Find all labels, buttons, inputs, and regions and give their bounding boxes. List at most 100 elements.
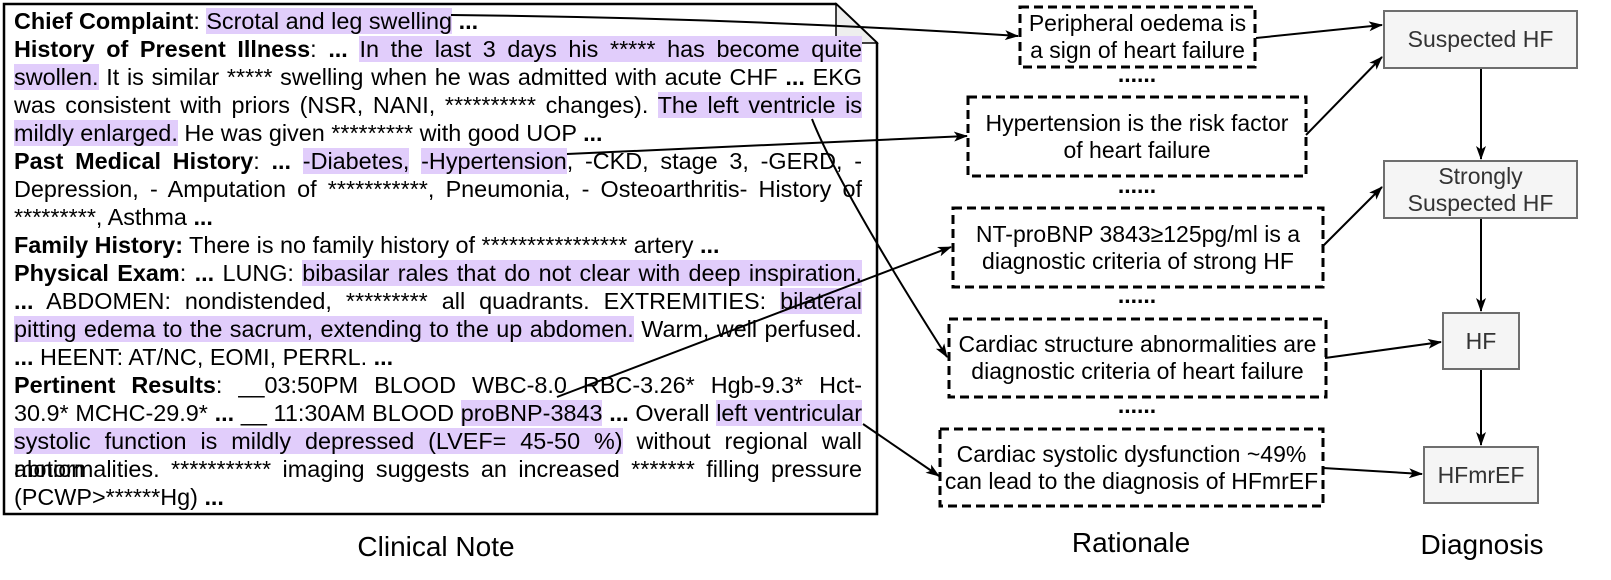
rationale-text-line: Cardiac systolic dysfunction ~49% [956,440,1307,467]
note-text: *********, Asthma [14,204,194,230]
note-line: Chief Complaint: Scrotal and leg swellin… [14,7,862,35]
note-line: *********, Asthma ... [14,203,862,231]
note-text: (PCWP>******Hg) [14,484,205,510]
note-text: EKG [804,64,862,90]
note-text: : [193,8,207,34]
diagnosis-text: Suspected HF [1407,26,1554,52]
ellipsis: ... [194,260,215,286]
note-text: was consistent with priors (NSR, NANI, *… [14,92,658,118]
note-text: , -CKD, stage 3, -GERD, - [566,148,863,174]
ellipsis: ... [785,64,805,90]
ellipsis-separator: ...... [1117,282,1157,308]
note-line: abnormalities. *********** imaging sugge… [14,455,862,483]
section-heading: Family History: [14,232,183,258]
rationale-box-cardiac-structure: Cardiac structure abnormalities are diag… [949,319,1326,397]
highlighted-evidence: bilateral [780,288,862,314]
note-line: mildly enlarged. He was given ********* … [14,119,862,147]
note-text: There is no family history of **********… [182,232,700,258]
rationale-box-outline [966,95,1308,178]
rationale-text-line: diagnostic criteria of heart failure [971,358,1304,384]
ellipsis: ... [458,8,479,34]
column-label-diagnosis: Diagnosis [1420,529,1544,560]
note-text: : [253,148,272,174]
note-text [291,148,303,174]
rationale-text-line: NT-proBNP 3843≥125pg/ml is a [975,220,1301,247]
note-text: without regional wall motion [14,428,862,482]
highlighted-evidence: left ventricular [716,400,863,426]
ellipsis-separator: ...... [1117,392,1157,418]
section-heading: Physical Exam [14,260,180,286]
diagnosis-box-strongly-suspected-hf: Strongly Suspected HF [1383,160,1578,219]
highlighted-evidence: -Hypertension [421,148,567,174]
highlighted-evidence: mildly enlarged. [14,120,178,146]
section-heading: Pertinent Results [14,372,216,398]
note-line: ... ABDOMEN: nondistended, ********* all… [14,287,862,315]
note-text: Depression, - Amputation of ***********,… [14,176,862,202]
rationale-text-line: can lead to the diagnosis of HFmrEF [944,467,1319,494]
rationale-box-hypertension: Hypertension is the risk factor of heart… [968,97,1306,176]
rationale-text-line: Peripheral oedema is [1028,10,1247,36]
diagnosis-text: HFmrEF [1437,461,1525,488]
column-label-clinical-note: Clinical Note [357,531,515,562]
diagnosis-text: Strongly [1438,162,1523,189]
highlighted-evidence: proBNP-3843 [460,400,603,426]
ellipsis: ... [373,344,394,370]
note-text: __ 11:30AM BLOOD [234,400,461,426]
note-text: 30.9* MCHC-29.9* [14,400,215,426]
highlighted-evidence: -Diabetes, [302,148,410,174]
ellipsis: ... [699,232,720,258]
highlighted-evidence: The left ventricle is [657,92,863,118]
rationale-box-systolic-dysfunction: Cardiac systolic dysfunction ~49% can le… [940,429,1323,506]
note-text: : __03:50PM BLOOD WBC-8.0 RBC-3.26* Hgb-… [215,372,862,398]
ellipsis: ... [328,36,348,62]
note-line: systolic function is mildly depressed (L… [14,427,862,482]
note-text: He was given ********* with good UOP [177,120,584,146]
ellipsis-separator: ...... [1117,172,1157,198]
highlighted-evidence: In the last 3 days his ***** has become … [359,36,863,62]
diagnosis-text: HF [1465,327,1497,354]
ellipsis: ... [193,204,213,230]
note-line: pitting edema to the sacrum, extending t… [14,315,862,343]
note-text: ABDOMEN: nondistended, ********* all qua… [33,288,781,314]
column-label-rationale: Rationale [1071,527,1191,558]
ellipsis: ... [214,400,235,426]
diagnosis-box-suspected-hf: Suspected HF [1383,10,1578,69]
ellipsis: ... [609,400,629,426]
ellipsis-separator: ...... [1117,61,1157,87]
ellipsis: ... [271,148,292,174]
section-heading: History of Present Illness [14,36,311,62]
note-text [348,36,360,62]
note-line: Past Medical History: ... -Diabetes, -Hy… [14,147,862,175]
highlighted-evidence: pitting edema to the sacrum, extending t… [14,316,634,342]
highlighted-evidence: swollen. [14,64,99,90]
note-text [409,148,421,174]
rationale-text-line: Hypertension is the risk factor [985,109,1289,136]
ellipsis: ... [14,344,34,370]
rationale-text-line: of heart failure [1063,136,1211,163]
ellipsis: ... [204,484,224,510]
rationale-box-outline [1018,5,1257,69]
note-line: was consistent with priors (NSR, NANI, *… [14,91,863,119]
note-text: It is similar ***** swelling when he was… [98,64,786,90]
highlighted-evidence: systolic function is mildly depressed (L… [14,428,623,454]
note-line: Depression, - Amputation of ***********,… [14,175,862,203]
rationale-box-nt-probnp: NT-proBNP 3843≥125pg/ml is a diagnostic … [953,208,1323,287]
rationale-text-line: Cardiac structure abnormalities are [958,331,1317,357]
note-line: swollen. It is similar ***** swelling wh… [14,63,862,91]
rationale-box-peripheral-oedema: Peripheral oedema is a sign of heart fai… [1020,7,1255,67]
section-heading: Past Medical History [14,148,254,174]
note-text: Warm, well perfused. [633,316,863,342]
note-line: ... HEENT: AT/NC, EOMI, PERRL. ... [14,343,862,371]
note-line: History of Present Illness: ... In the l… [14,35,863,63]
ellipsis: ... [14,288,34,314]
note-line: (PCWP>******Hg) ... [14,483,862,511]
note-text: : [179,260,195,286]
note-text: : [310,36,329,62]
note-text: LUNG: [214,260,303,286]
note-line: 30.9* MCHC-29.9* ... __ 11:30AM BLOOD pr… [14,399,863,427]
rationale-text-line: a sign of heart failure [1030,37,1245,63]
highlighted-evidence: bibasilar rales that do not clear with d… [302,260,863,286]
highlighted-evidence: Scrotal and leg swelling [206,8,453,34]
note-text: Overall [628,400,717,426]
note-line: Family History: There is no family histo… [14,231,862,259]
